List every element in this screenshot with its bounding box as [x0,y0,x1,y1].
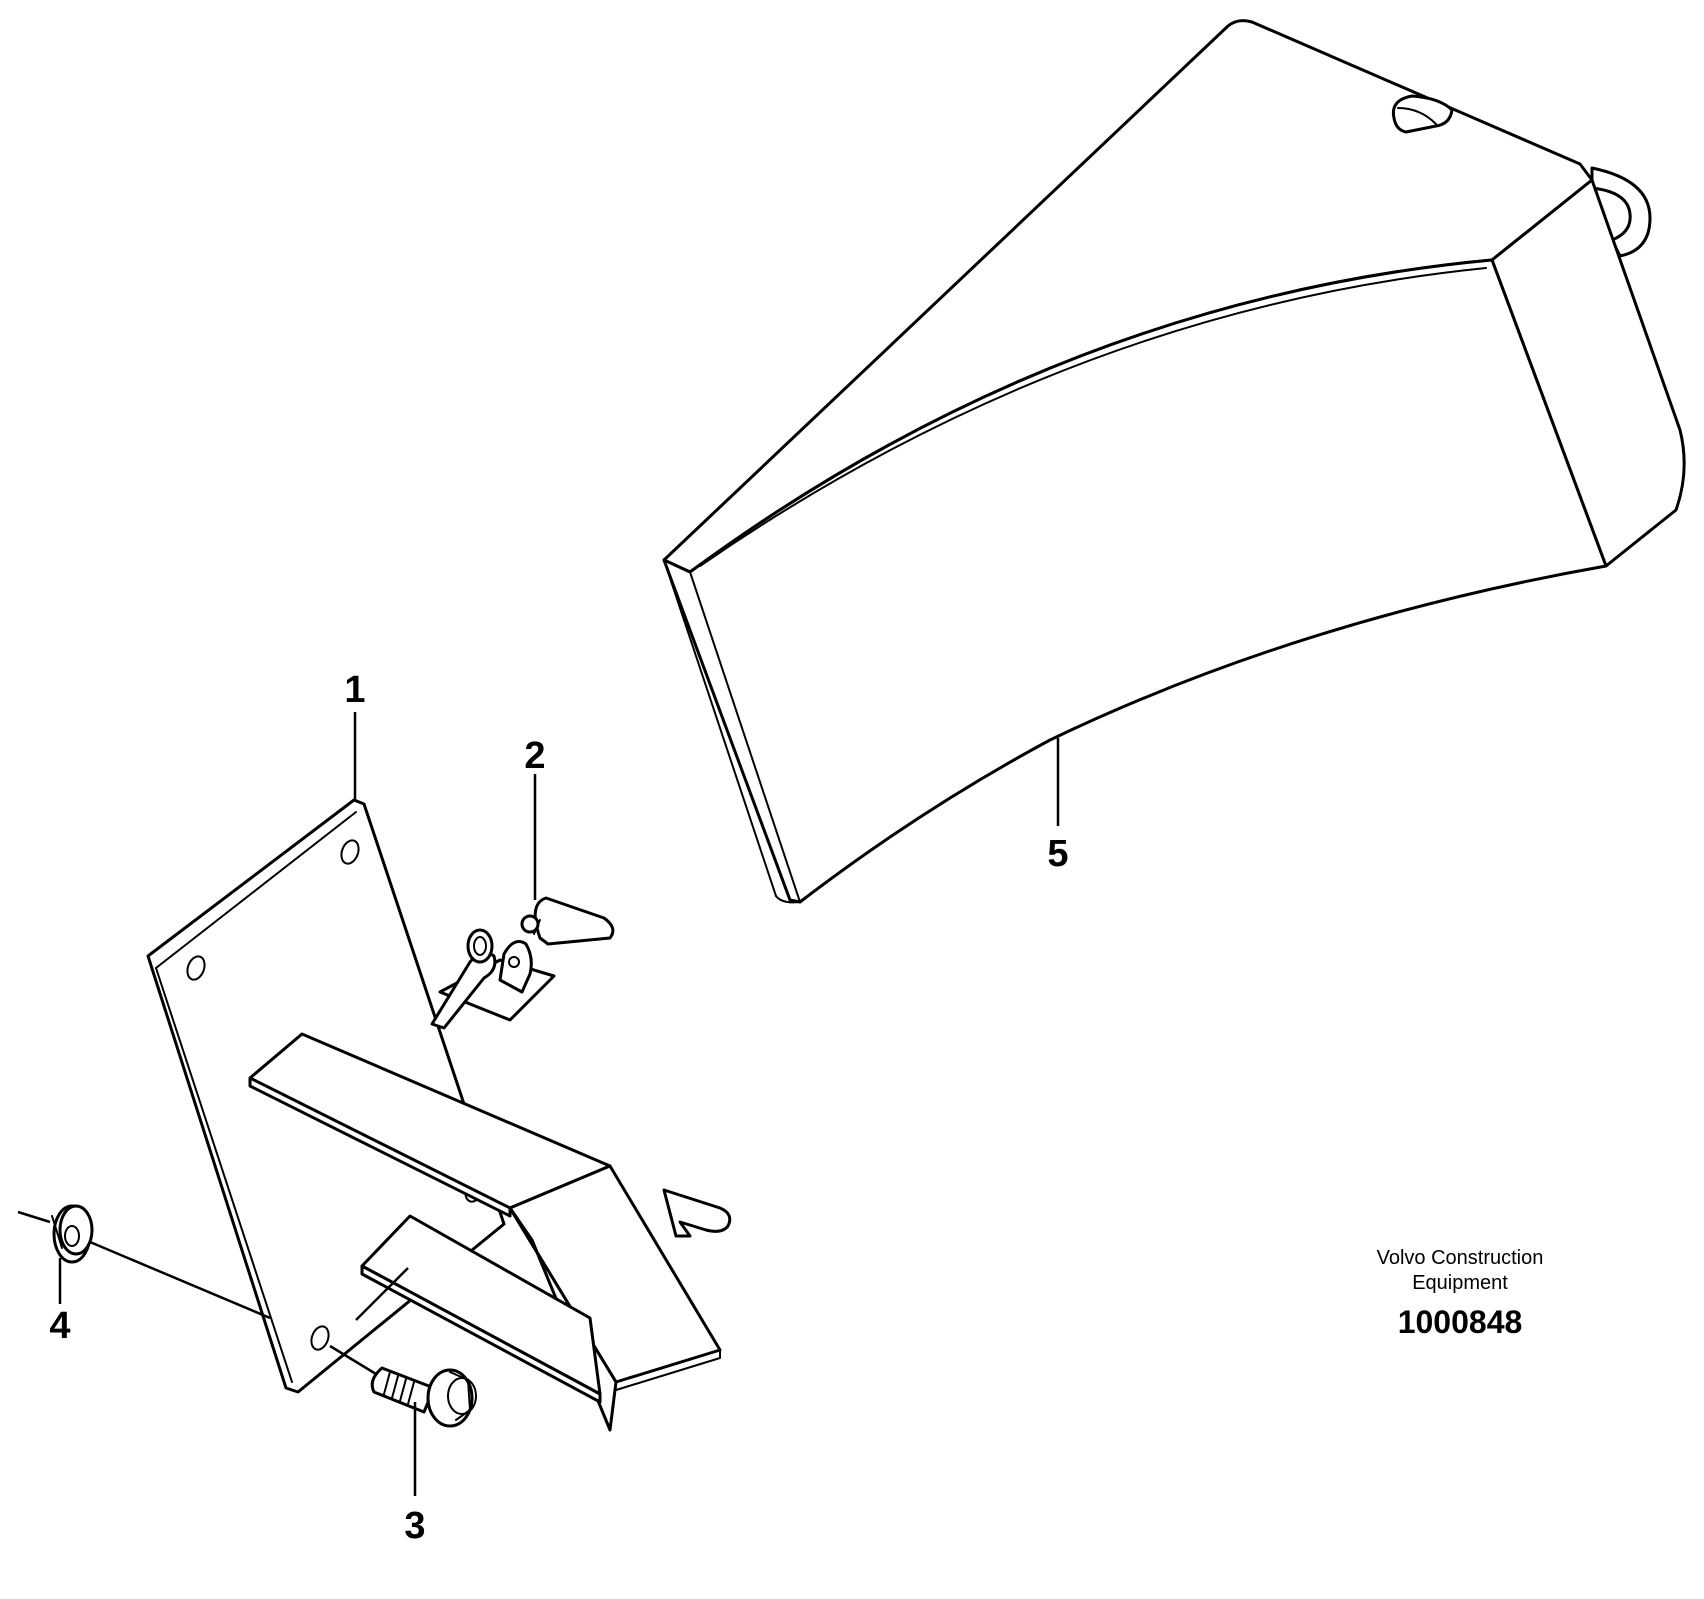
cover-part [662,19,1686,904]
callout-2: 2 [524,735,545,777]
drawing-number: 1000848 [1397,1304,1523,1340]
bracket-part [146,798,732,1432]
caption-block: Volvo Construction Equipment 1000848 [1300,1246,1620,1341]
caption-company-line2: Equipment [1412,1272,1508,1294]
screw-part [370,1366,477,1428]
lock-pin-part [430,896,615,1030]
washer-part [51,1204,94,1264]
caption-company: Volvo Construction [1376,1247,1544,1269]
callout-5: 5 [1047,833,1068,875]
callout-4: 4 [49,1305,70,1347]
callout-3: 3 [404,1505,425,1547]
callout-1: 1 [344,669,365,711]
leader-lines [17,712,1060,1496]
